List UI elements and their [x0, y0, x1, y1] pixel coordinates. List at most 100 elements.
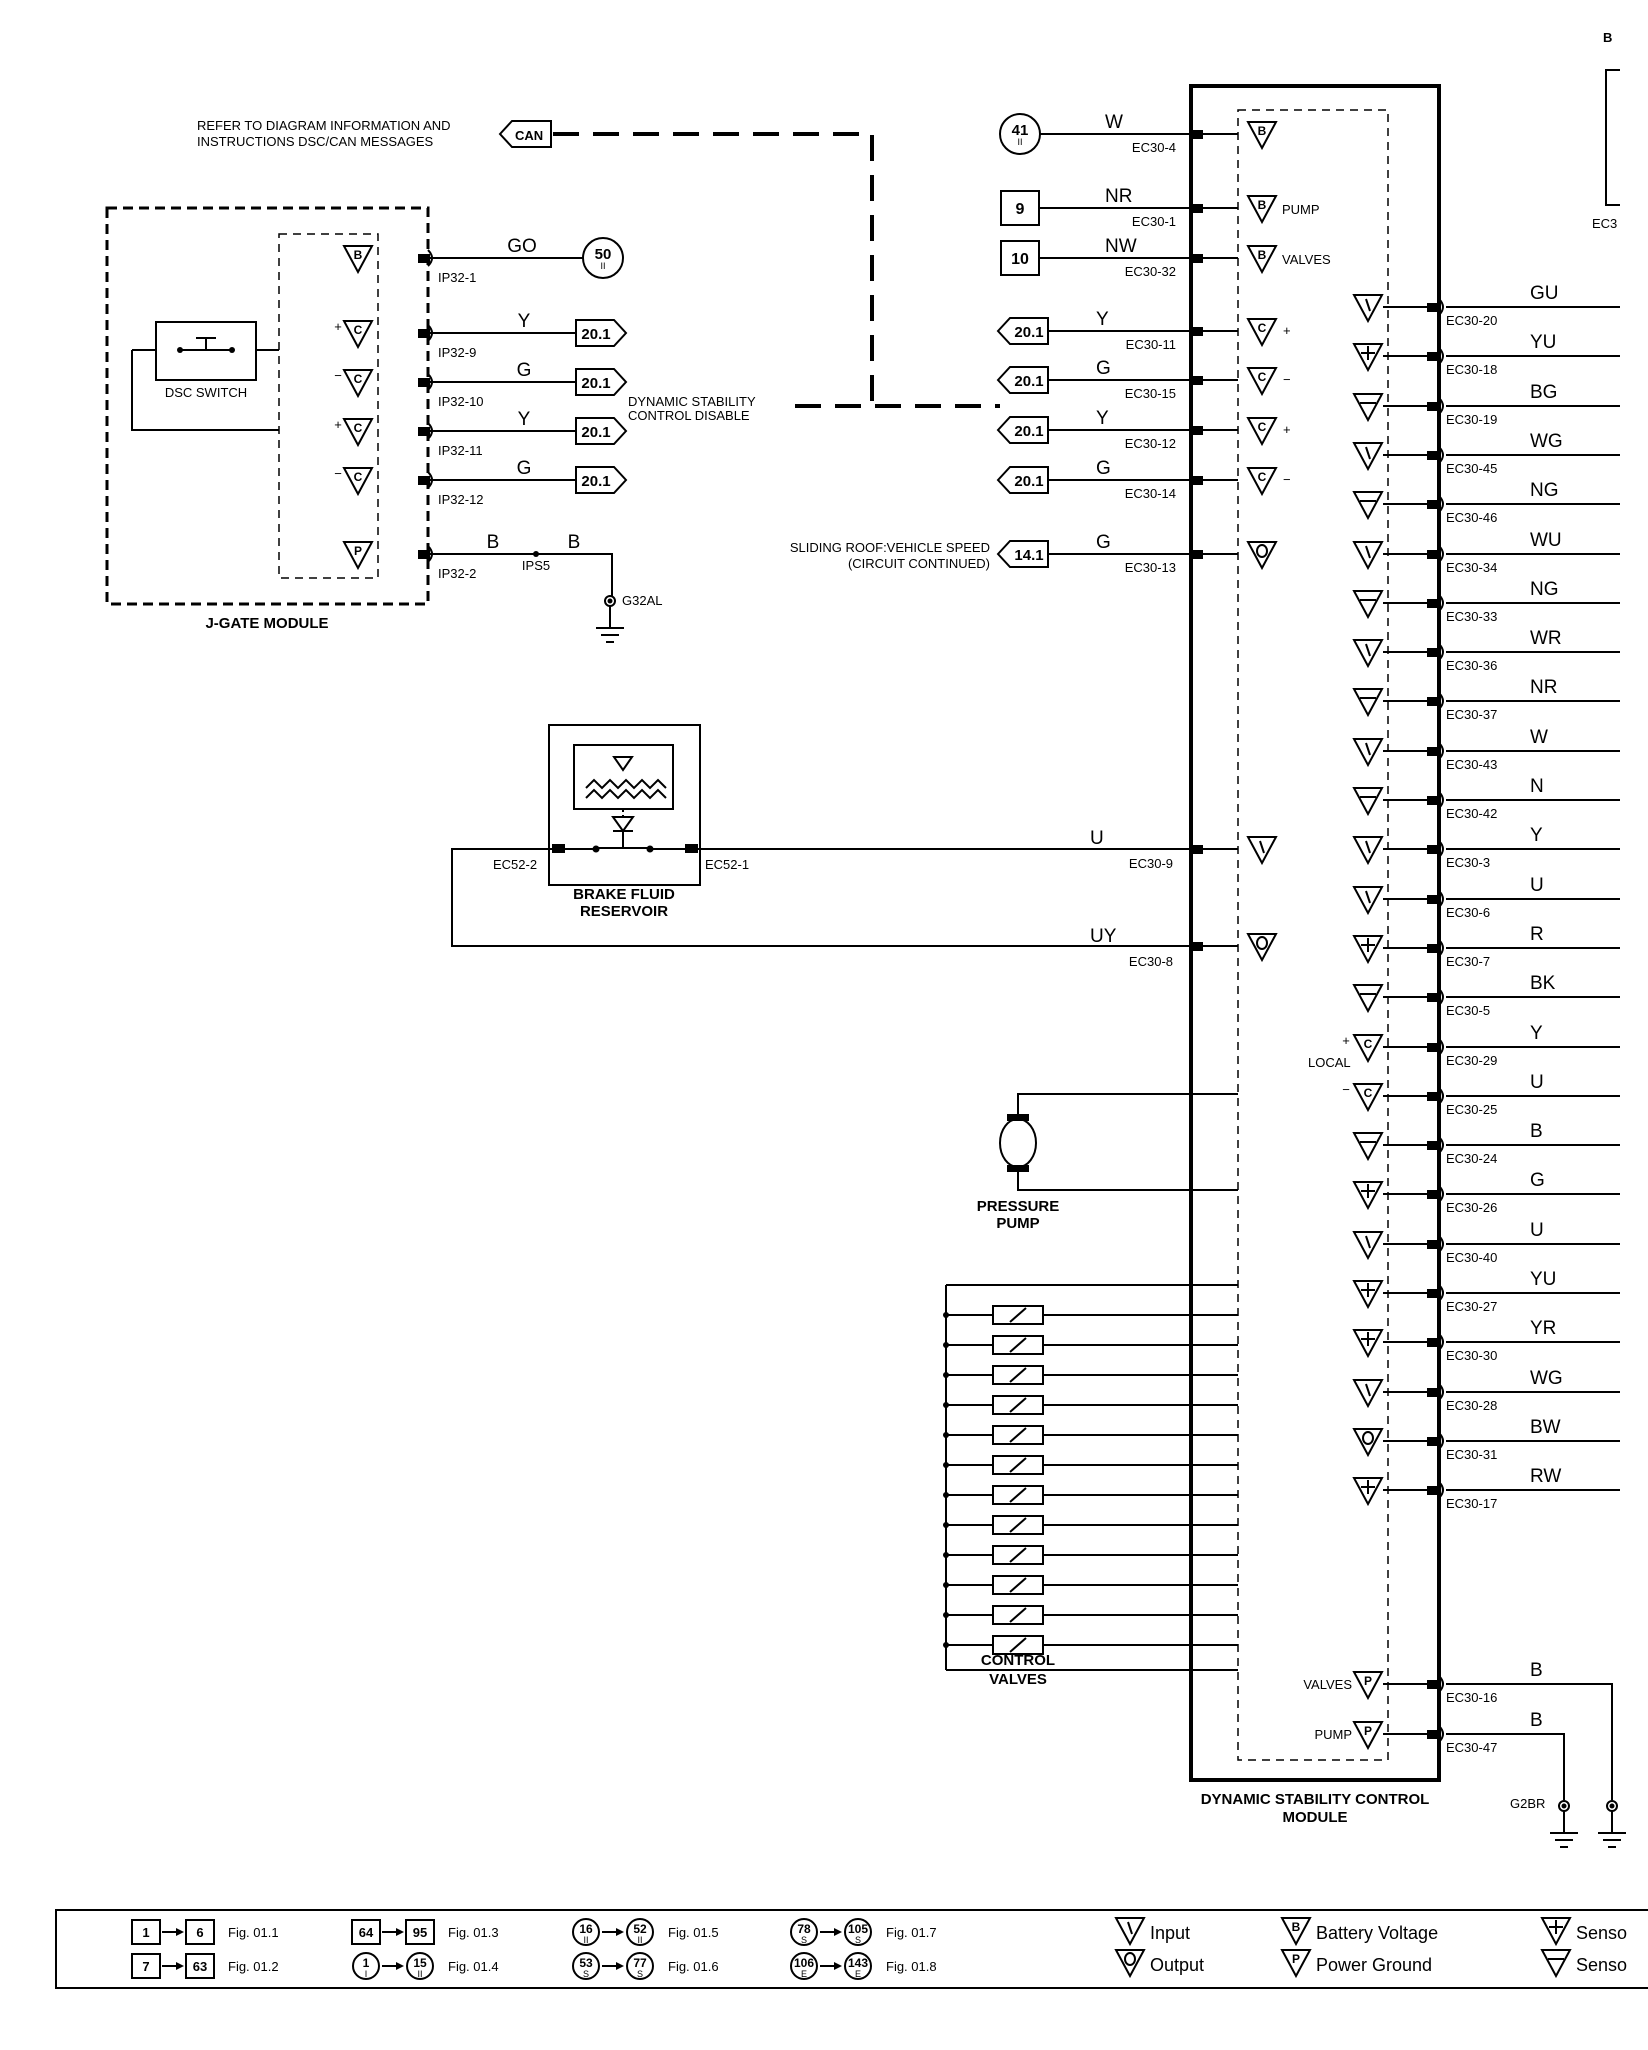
- svg-text:B: B: [1258, 124, 1267, 138]
- dsc-right-wire-code: BK: [1530, 973, 1556, 994]
- ref-square-9: 9: [1000, 190, 1040, 226]
- dsc-right-pin-id: EC30-18: [1446, 362, 1497, 377]
- legend-symbol-icon: B: [1280, 1917, 1312, 1947]
- dsc-left-wire-code: Y: [1096, 309, 1109, 330]
- dsc-left-connector-pin: [1191, 550, 1203, 559]
- valve-solenoid-icon: [992, 1425, 1044, 1445]
- sliding-roof-note-line2: (CIRCUIT CONTINUED): [848, 556, 990, 571]
- dsc-in-ref-tag: 20.1: [996, 466, 1049, 494]
- legend-frame: [55, 1909, 1648, 1989]
- dsc-right-pin-symbol-icon: [1352, 935, 1384, 965]
- splice-label: IPS5: [522, 558, 550, 573]
- legend-from-circle: 53S: [572, 1952, 600, 1980]
- valve-solenoid-icon: [992, 1455, 1044, 1475]
- legend-symbol-icon: [1114, 1917, 1146, 1947]
- svg-text:77: 77: [633, 1956, 647, 1970]
- dsc-right-wire-code: NG: [1530, 480, 1559, 501]
- valve-solenoid-icon: [992, 1335, 1044, 1355]
- jgate-pin-sign: +: [334, 319, 342, 334]
- dsc-left-pin-sign: +: [1283, 422, 1291, 437]
- dsc-right-wire-code: U: [1530, 875, 1544, 896]
- legend-fig-label: Fig. 01.2: [228, 1959, 279, 1974]
- pressure-pump-title-line2: PUMP: [996, 1215, 1039, 1232]
- jgate-pins: BIP32-1C+IP32-9C−IP32-10C+IP32-11C−IP32-…: [334, 245, 484, 581]
- dsc-module-inner-frame: [1237, 109, 1389, 1761]
- dsc-right-connector-pin: [1427, 550, 1439, 559]
- dsc-right-pin-id: EC30-27: [1446, 1299, 1497, 1314]
- jgate-connector-pin: [418, 329, 430, 338]
- jgate-wire-code: Y: [518, 311, 531, 332]
- svg-text:E: E: [801, 1969, 807, 1979]
- dsc-right-connector-pin: [1427, 1190, 1439, 1199]
- svg-text:105: 105: [848, 1922, 868, 1936]
- legend-from-circle: 78S: [790, 1918, 818, 1946]
- dsc-right-pin-symbol-icon: [1352, 491, 1384, 521]
- dsc-left-pin-symbol-icon: [1246, 836, 1278, 866]
- dsc-left-wire-code: G: [1096, 458, 1111, 479]
- dsc-right-wire-code: WR: [1530, 628, 1562, 649]
- dsc-left-pin-symbol-icon: C: [1246, 467, 1278, 497]
- svg-text:C: C: [1364, 1086, 1373, 1100]
- local-label: LOCAL: [1308, 1055, 1351, 1070]
- svg-text:15: 15: [413, 1956, 427, 1970]
- dsc-ground-pin-id: EC30-16: [1446, 1690, 1497, 1705]
- jgate-out-ref-tag: 20.1: [575, 368, 628, 396]
- legend-symbol-label: Senso: [1576, 1923, 1627, 1943]
- brake-fluid-pin-right: EC52-1: [705, 857, 749, 872]
- legend-fig-label: Fig. 01.4: [448, 1959, 499, 1974]
- brake-fluid-pin-left: EC52-2: [493, 857, 537, 872]
- dsc-left-pin-sign: −: [1283, 472, 1291, 487]
- dsc-left-pin-sign: −: [1283, 372, 1291, 387]
- dsc-right-wire-code: RW: [1530, 1466, 1561, 1487]
- jgate-connector-pin: [418, 378, 430, 387]
- dsc-right-pin-symbol-icon: [1352, 984, 1384, 1014]
- dsc-right-connector-pin: [1427, 402, 1439, 411]
- dsc-right-pin-symbol-icon: C: [1352, 1083, 1384, 1113]
- dsc-right-connector-pin: [1427, 352, 1439, 361]
- svg-text:S: S: [855, 1935, 861, 1945]
- dsc-in-ref-tag: 20.1: [996, 317, 1049, 345]
- svg-text:20.1: 20.1: [1014, 324, 1043, 341]
- dsc-right-pin-id: EC30-33: [1446, 609, 1497, 624]
- dsc-right-pin-symbol-icon: [1352, 1329, 1384, 1359]
- control-valves-title-line1: CONTROL: [981, 1652, 1055, 1669]
- jgate-ground-icon: [596, 606, 624, 643]
- dsc-right-connector-pin: [1427, 1289, 1439, 1298]
- legend-from-number: 64: [359, 1925, 374, 1940]
- dsc-left-connector-pin: [1191, 327, 1203, 336]
- jgate-wire-code: B: [487, 532, 500, 553]
- jgate-pin-sign: +: [334, 417, 342, 432]
- dsc-in-ref-tag: 20.1: [996, 366, 1049, 394]
- svg-text:C: C: [1258, 420, 1267, 434]
- dsc-right-connector-pin: [1427, 895, 1439, 904]
- dsc-right-connector-pin: [1427, 747, 1439, 756]
- svg-text:P: P: [1364, 1674, 1372, 1688]
- legend-to-number: 63: [193, 1959, 207, 1974]
- corner-ec-label: EC3: [1592, 216, 1617, 231]
- dsc-right-wire-code: WG: [1530, 431, 1563, 452]
- svg-text:II: II: [583, 1935, 588, 1945]
- dsc-right-pin-symbol-icon: [1352, 639, 1384, 669]
- dsc-left-connector-pin: [1191, 942, 1203, 951]
- dsc-left-wire-code: Y: [1096, 408, 1109, 429]
- brake-fluid-reservoir: [548, 724, 701, 886]
- svg-text:B: B: [354, 248, 363, 262]
- dsc-right-pin-id: EC30-37: [1446, 707, 1497, 722]
- dsc-right-pin-sign: −: [1342, 1082, 1350, 1097]
- dsc-right-pins: GUEC30-20YUEC30-18BGEC30-19WGEC30-45NGEC…: [1342, 283, 1620, 1511]
- jgate-pin-id: IP32-2: [438, 566, 476, 581]
- jgate-title: J-GATE MODULE: [205, 615, 328, 632]
- dsc-left-connector-pin: [1191, 204, 1203, 213]
- legend-fig-label: Fig. 01.5: [668, 1925, 719, 1940]
- dsc-left-connector-pin: [1191, 845, 1203, 854]
- dsc-right-connector-pin: [1427, 1437, 1439, 1446]
- dsc-left-pin-symbol-icon: C: [1246, 318, 1278, 348]
- jgate-out-ref-tag: 20.1: [575, 417, 628, 445]
- can-note-line1: REFER TO DIAGRAM INFORMATION AND: [197, 118, 451, 133]
